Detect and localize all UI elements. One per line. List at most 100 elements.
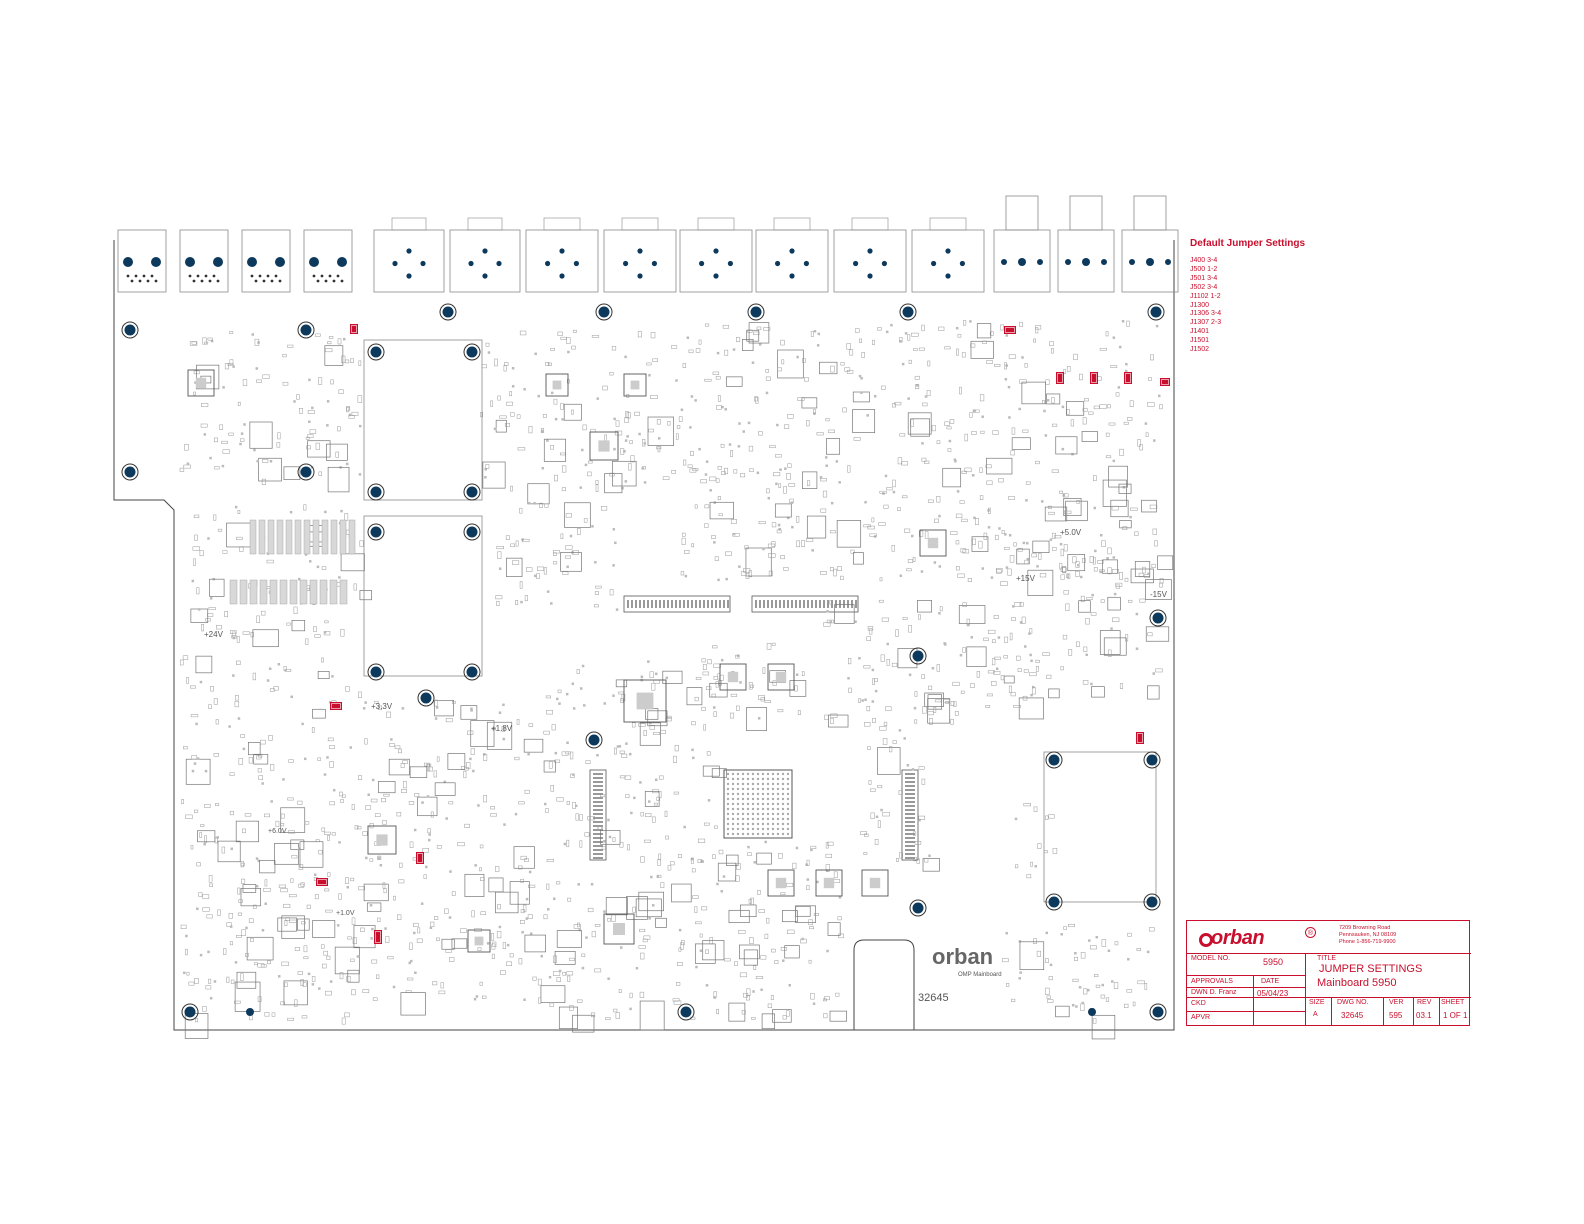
passive-component xyxy=(240,438,245,442)
ic-package xyxy=(795,905,811,917)
passive-component xyxy=(692,895,699,899)
connector-pin xyxy=(138,279,142,283)
smd-pad xyxy=(650,875,653,879)
ic-package xyxy=(626,896,648,920)
passive-component xyxy=(1100,994,1106,999)
mounting-hole-ring xyxy=(367,483,385,501)
passive-component xyxy=(885,706,892,711)
ribbon-pin xyxy=(905,809,915,811)
passive-component xyxy=(836,566,842,571)
smd-pad xyxy=(193,762,197,765)
smd-pad xyxy=(239,442,242,446)
ribbon-pin xyxy=(631,600,633,608)
ic-package xyxy=(1063,498,1082,516)
bga-ball xyxy=(771,827,775,831)
ribbon-pin xyxy=(759,600,761,608)
passive-component xyxy=(757,890,761,895)
passive-component xyxy=(1029,672,1037,677)
smd-pad xyxy=(364,701,367,704)
passive-component xyxy=(335,451,339,458)
passive-component xyxy=(1052,847,1058,854)
smd-pad xyxy=(765,391,769,395)
smd-pad xyxy=(484,476,487,479)
ic-package xyxy=(605,897,628,916)
resistor-array xyxy=(312,519,320,555)
passive-component xyxy=(594,968,602,973)
passive-component xyxy=(254,338,260,346)
passive-component xyxy=(385,936,390,943)
ribbon-pin xyxy=(905,837,915,839)
connector-pin xyxy=(468,260,474,267)
module-outline xyxy=(1043,751,1157,903)
passive-component xyxy=(1003,655,1009,659)
jumper-item: J502 3-4 xyxy=(1190,283,1218,291)
passive-component xyxy=(824,996,830,1001)
passive-component xyxy=(341,794,346,798)
passive-component xyxy=(376,974,380,980)
smd-pad xyxy=(1059,542,1063,546)
passive-component xyxy=(461,765,465,770)
jumper-marker xyxy=(1136,732,1144,744)
smd-pad xyxy=(781,959,785,962)
smd-pad xyxy=(1110,627,1113,630)
smd-pad xyxy=(228,725,231,728)
passive-component xyxy=(257,768,262,773)
passive-component xyxy=(346,406,351,411)
passive-component xyxy=(490,933,495,941)
passive-component xyxy=(219,424,224,430)
passive-component xyxy=(864,722,871,727)
passive-component xyxy=(630,455,635,463)
passive-component xyxy=(351,917,356,925)
passive-component xyxy=(417,927,421,934)
smd-pad xyxy=(255,367,259,370)
passive-component xyxy=(321,657,324,663)
passive-component xyxy=(311,727,315,733)
passive-component xyxy=(577,999,583,1003)
passive-component xyxy=(867,746,871,750)
bga-ball xyxy=(741,787,745,791)
mounting-hole xyxy=(466,666,478,678)
bga-ball xyxy=(736,817,740,821)
smd-pad xyxy=(342,337,346,341)
passive-component xyxy=(432,981,438,986)
passive-component xyxy=(886,659,890,666)
smd-pad xyxy=(1075,1005,1078,1008)
ic-package xyxy=(317,671,330,680)
smd-pad xyxy=(953,458,957,461)
passive-component xyxy=(224,611,228,618)
smd-pad xyxy=(304,553,308,556)
passive-component xyxy=(311,976,316,982)
smd-pad xyxy=(739,681,742,684)
smd-pad xyxy=(197,608,201,611)
connector-pin xyxy=(126,274,130,278)
passive-component xyxy=(877,784,883,789)
ic-package xyxy=(717,862,737,882)
passive-component xyxy=(282,353,287,358)
passive-component xyxy=(787,414,794,419)
passive-component xyxy=(299,408,304,414)
smd-pad xyxy=(191,769,195,773)
passive-component xyxy=(1082,558,1086,563)
passive-component xyxy=(358,360,362,366)
smd-pad xyxy=(825,456,828,459)
passive-component xyxy=(522,538,530,543)
smd-pad xyxy=(638,432,641,436)
smd-pad xyxy=(924,395,928,398)
passive-component xyxy=(448,957,455,962)
connector-pin xyxy=(316,279,320,283)
smd-pad xyxy=(326,400,330,403)
smd-pad xyxy=(825,464,828,468)
passive-component xyxy=(382,820,387,825)
passive-component xyxy=(264,879,268,887)
connector-pin xyxy=(881,260,888,267)
passive-component xyxy=(1024,559,1029,564)
passive-component xyxy=(184,444,189,451)
passive-component xyxy=(538,997,542,1004)
passive-component xyxy=(296,394,300,400)
passive-component xyxy=(879,726,887,731)
passive-component xyxy=(961,470,967,474)
passive-component xyxy=(753,965,757,970)
ic-package xyxy=(801,397,818,409)
smd-pad xyxy=(1094,549,1097,553)
passive-component xyxy=(277,432,281,440)
